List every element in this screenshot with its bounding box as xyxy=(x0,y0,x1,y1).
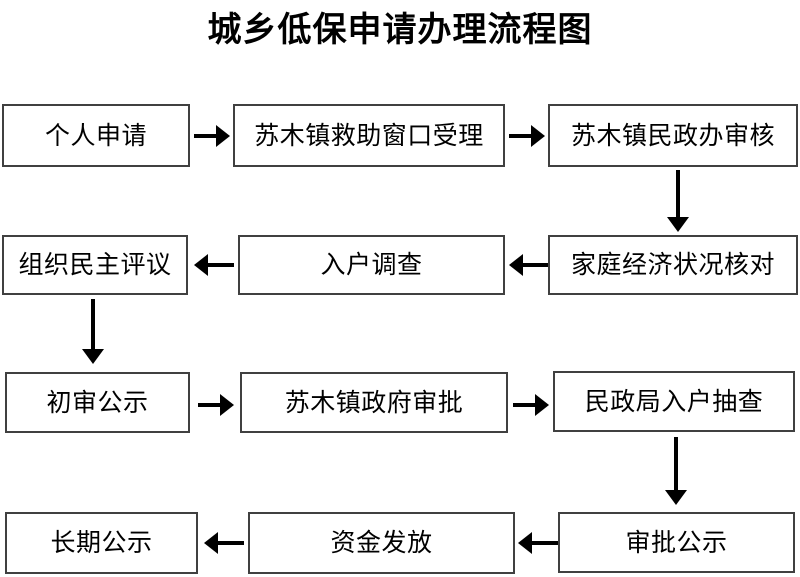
flow-node-label: 苏木镇民政办审核 xyxy=(570,120,775,150)
arrow-n9-to-n10 xyxy=(663,437,689,505)
arrow-n10-to-n11 xyxy=(518,530,558,556)
arrow-n7-to-n8 xyxy=(198,392,234,418)
arrow-n1-to-n2 xyxy=(194,123,230,149)
page-title: 城乡低保申请办理流程图 xyxy=(207,10,593,50)
flow-node-township-civil-affairs-review[interactable]: 苏木镇民政办审核 xyxy=(548,104,798,167)
flow-node-preliminary-review-publicity[interactable]: 初审公示 xyxy=(5,372,190,433)
flow-node-approval-publicity[interactable]: 审批公示 xyxy=(558,512,795,573)
arrow-n4-to-n5 xyxy=(509,252,549,278)
arrow-n8-to-n9 xyxy=(513,392,549,418)
flow-node-label: 民政局入户抽查 xyxy=(584,386,764,416)
flow-node-township-relief-window-acceptance[interactable]: 苏木镇救助窗口受理 xyxy=(233,104,505,167)
flow-node-individual-application[interactable]: 个人申请 xyxy=(2,104,190,167)
flow-node-fund-disbursement[interactable]: 资金发放 xyxy=(248,512,515,574)
arrow-n2-to-n3 xyxy=(509,123,545,149)
flow-node-long-term-publicity[interactable]: 长期公示 xyxy=(5,512,198,574)
flow-node-democratic-appraisal[interactable]: 组织民主评议 xyxy=(2,235,188,295)
flow-node-label: 家庭经济状况核对 xyxy=(570,250,775,280)
flow-node-township-government-approval[interactable]: 苏木镇政府审批 xyxy=(240,372,508,433)
flow-node-label: 长期公示 xyxy=(50,528,153,558)
arrow-n3-to-n4 xyxy=(665,170,691,232)
arrow-n6-to-n7 xyxy=(80,299,106,364)
flow-node-civil-affairs-bureau-spot-check[interactable]: 民政局入户抽查 xyxy=(553,371,795,432)
flow-node-label: 组织民主评议 xyxy=(18,250,172,280)
flow-node-label: 初审公示 xyxy=(46,387,149,417)
arrow-n5-to-n6 xyxy=(194,252,234,278)
flow-node-family-economic-status-verification[interactable]: 家庭经济状况核对 xyxy=(548,235,798,295)
arrow-n11-to-n12 xyxy=(204,530,244,556)
flow-node-label: 入户调查 xyxy=(320,250,423,280)
flow-node-household-survey[interactable]: 入户调查 xyxy=(238,235,505,295)
flow-node-label: 审批公示 xyxy=(625,527,728,557)
flow-node-label: 苏木镇救助窗口受理 xyxy=(254,120,484,150)
flow-node-label: 苏木镇政府审批 xyxy=(284,387,464,417)
flow-node-label: 资金发放 xyxy=(330,528,433,558)
flow-node-label: 个人申请 xyxy=(44,120,147,150)
